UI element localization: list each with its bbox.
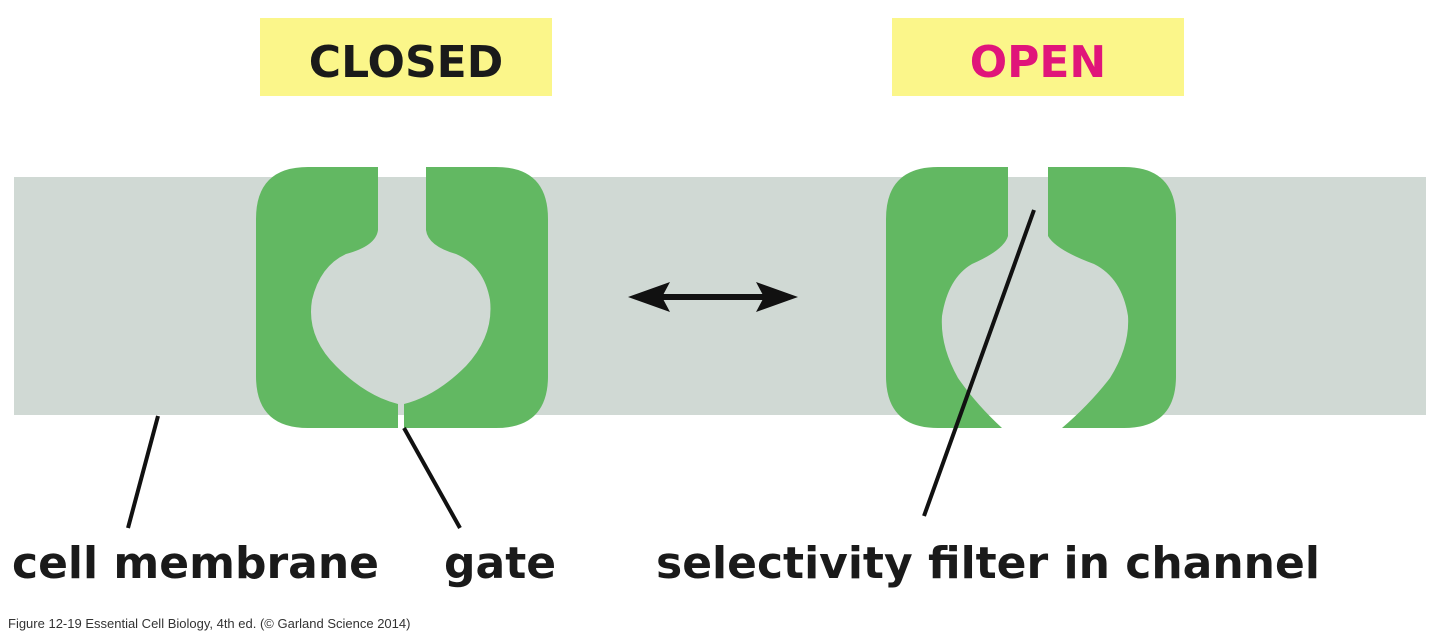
cell-membrane-label: cell membrane	[12, 538, 379, 589]
open-channel-right-subunit	[1048, 167, 1176, 428]
open-channel	[886, 167, 1176, 428]
open-channel-left-subunit	[886, 167, 1008, 428]
membrane-callout-line	[126, 415, 160, 529]
open-state-label: OPEN	[892, 18, 1184, 96]
closed-channel-left-subunit	[256, 167, 398, 428]
selectivity-filter-label: selectivity filter in channel	[656, 538, 1320, 589]
closed-channel-right-subunit	[404, 167, 548, 428]
arrow-head-right	[756, 282, 798, 312]
open-label-text: OPEN	[970, 37, 1107, 88]
equilibrium-arrow	[628, 282, 798, 312]
figure-caption: Figure 12-19 Essential Cell Biology, 4th…	[8, 616, 410, 631]
closed-label-background	[260, 18, 552, 96]
closed-label-text: CLOSED	[309, 37, 503, 88]
open-label-background	[892, 18, 1184, 96]
gate-callout-line	[402, 427, 462, 529]
closed-channel	[256, 167, 548, 428]
gate-label: gate	[444, 538, 556, 589]
filter-callout-line	[922, 209, 1036, 517]
closed-state-label: CLOSED	[260, 18, 552, 96]
arrow-head-left	[628, 282, 670, 312]
